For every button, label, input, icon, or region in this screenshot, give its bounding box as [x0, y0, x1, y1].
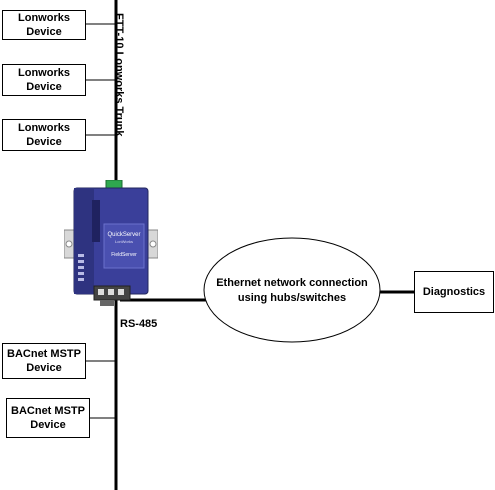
- diagnostics-box: Diagnostics: [414, 271, 494, 313]
- quickserver-device-image: QuickServer LonWorks FieldServer: [64, 180, 158, 306]
- trunk-label: FTT-10 Lonworks Trunk: [113, 13, 125, 137]
- rs485-label: RS-485: [120, 318, 158, 330]
- diagnostics-label: Diagnostics: [422, 286, 486, 298]
- lonworks-device-3: Lonworks Device: [2, 119, 86, 151]
- ethernet-label: Ethernet network connection using hubs/s…: [216, 277, 368, 304]
- ethernet-cloud: [203, 237, 381, 343]
- bacnet-device-1-label: BACnet MSTP Device: [7, 348, 81, 374]
- device-brand-text: QuickServer: [107, 232, 140, 238]
- device-logo-text: FieldServer: [111, 252, 137, 258]
- lonworks-device-2: Lonworks Device: [2, 64, 86, 96]
- device-sub-text: LonWorks: [115, 239, 133, 244]
- bacnet-device-2-label: BACnet MSTP Device: [11, 405, 85, 431]
- lonworks-device-3-label: Lonworks Device: [18, 122, 70, 148]
- bacnet-device-1: BACnet MSTP Device: [2, 343, 86, 379]
- bacnet-device-2: BACnet MSTP Device: [6, 398, 90, 438]
- lonworks-device-1-label: Lonworks Device: [18, 12, 70, 38]
- lonworks-device-1: Lonworks Device: [2, 10, 86, 40]
- lonworks-device-2-label: Lonworks Device: [18, 67, 70, 93]
